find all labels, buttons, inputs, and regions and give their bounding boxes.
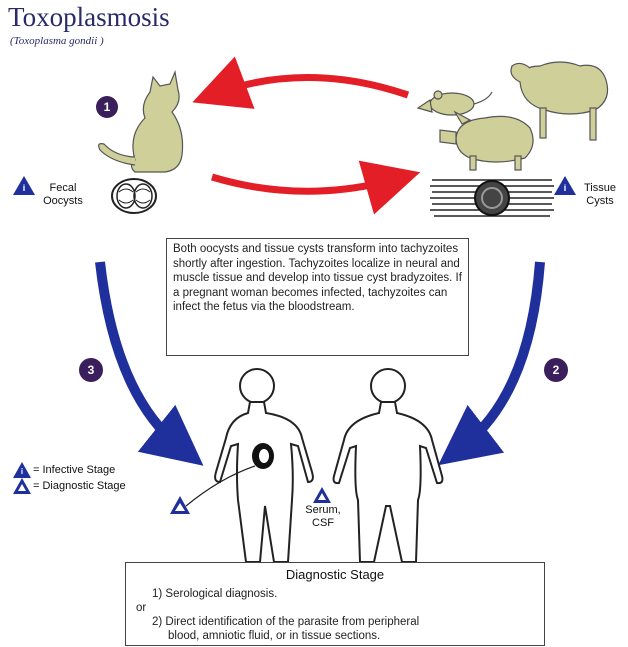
step-number-1: 1	[97, 100, 117, 114]
diagnostic-triangle-serum	[313, 487, 331, 503]
legend-diagnostic-text: = Diagnostic Stage	[33, 480, 126, 492]
transformation-info-box: Both oocysts and tissue cysts transform …	[166, 238, 469, 356]
fecal-oocysts-line1: Fecal	[38, 182, 88, 195]
red-arrow-to-cat	[212, 78, 408, 96]
pig-illustration	[440, 112, 533, 170]
serum-csf-label: Serum, CSF	[300, 504, 346, 530]
man-figure	[334, 369, 443, 562]
legend-diagnostic-triangle	[13, 478, 31, 494]
diagnostic-item-2-line2: blood, amniotic fluid, or in tissue sect…	[168, 629, 380, 643]
fecal-oocysts-label: Fecal Oocysts	[38, 182, 88, 208]
diagnostic-item-2-line1: 2) Direct identification of the parasite…	[152, 615, 419, 629]
infective-mark-oocysts: i	[16, 183, 32, 193]
tissue-cysts-line2: Cysts	[574, 195, 626, 208]
step-number-3: 3	[81, 363, 101, 377]
serum-line2: CSF	[300, 517, 346, 530]
diagnostic-stage-box: Diagnostic Stage 1) Serological diagnosi…	[125, 562, 545, 646]
fecal-oocysts-line2: Oocysts	[38, 195, 88, 208]
infective-mark-tissue: i	[557, 183, 573, 193]
cat-illustration	[99, 72, 183, 172]
serum-line1: Serum,	[300, 504, 346, 517]
step-number-2: 2	[546, 363, 566, 377]
blue-arrow-from-tissue-cysts	[462, 262, 540, 447]
tissue-cysts-line1: Tissue	[574, 182, 626, 195]
legend-infective-text: = Infective Stage	[33, 464, 115, 476]
fetus-illustration	[252, 443, 274, 469]
diagnostic-item-1: 1) Serological diagnosis.	[152, 587, 277, 601]
legend-infective-mark: i	[14, 467, 30, 476]
tissue-cyst-illustration	[430, 180, 554, 216]
diagnostic-box-title: Diagnostic Stage	[126, 567, 544, 582]
oocyst-illustration	[112, 179, 156, 213]
tissue-cysts-label: Tissue Cysts	[574, 182, 626, 208]
diagnostic-or: or	[136, 601, 146, 615]
red-arrow-to-animals	[212, 177, 400, 191]
